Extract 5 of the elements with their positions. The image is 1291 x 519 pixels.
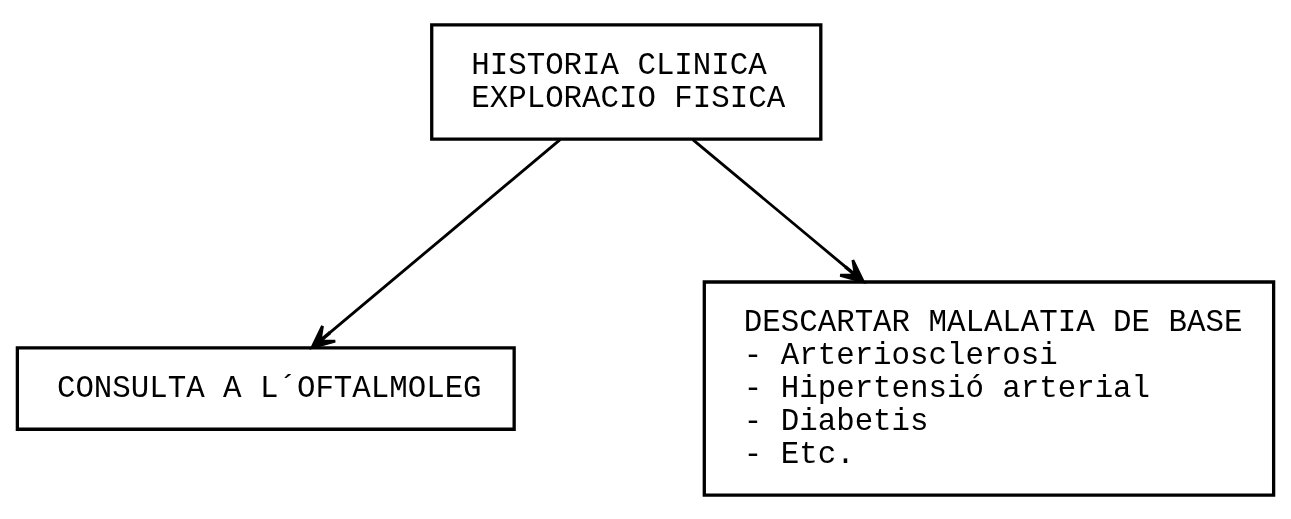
arrow — [310, 138, 562, 349]
node-box: DESCARTAR MALALATIA DE BASE - Arteriosclerosi - Hipertensió arterial - Diabetis - Etc. — [702, 279, 1276, 497]
arrow — [691, 137, 865, 283]
node-box: HISTORIA CLINICA EXPLORACIO FISICA — [430, 22, 823, 141]
node-box: CONSULTA A L´OFTALMOLEG — [15, 345, 516, 431]
